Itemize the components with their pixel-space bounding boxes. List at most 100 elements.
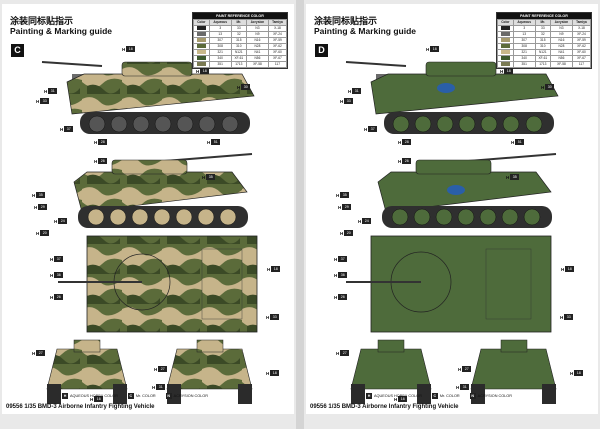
paint-cell: 117 (267, 61, 288, 68)
paint-table-row: 340 XF-61 N56 XF-67 (497, 55, 592, 62)
painting-guide-sheet-d: 涂装同标贴指示 Painting & Marking guide D PAINT… (306, 4, 598, 414)
color-swatch (500, 38, 510, 43)
top-view (58, 235, 258, 333)
side-view-bottom (73, 153, 253, 228)
paint-table-grid: Color Aqueous Mr. Acrysion Tamiya 3 33 N… (497, 19, 592, 68)
color-swatch (196, 62, 206, 67)
paint-table-row: 321 N121 N41 XF-60 (497, 49, 592, 56)
side-view-bottom (377, 153, 557, 228)
scheme-letter-badge: C (11, 44, 24, 57)
color-swatch (196, 50, 206, 55)
color-swatch (500, 44, 510, 49)
page-fold-divider (296, 0, 304, 429)
paint-cell: 117 (571, 61, 592, 68)
sheet-title-chinese: 涂装同标贴指示 (314, 17, 378, 27)
page-footer-title: 09556 1/35 BMD-3 Airborne Infantry Fight… (6, 404, 155, 410)
top-view (346, 235, 552, 333)
paint-table-title: PAINT REFERENCE COLOR (497, 13, 591, 19)
color-swatch (196, 26, 206, 31)
scheme-letter-badge: D (315, 44, 328, 57)
color-swatch (196, 56, 206, 61)
paint-table-row: 351 1713 XF-58 117 (497, 61, 592, 68)
paint-reference-table: PAINT REFERENCE COLOR Color Aqueous Mr. … (496, 12, 592, 69)
color-swatch (196, 32, 206, 37)
paint-cell: 1713 (230, 61, 248, 68)
color-swatch (500, 50, 510, 55)
vehicle-illustrations-green (345, 61, 559, 404)
color-swatch (500, 56, 510, 61)
paint-table-grid: Color Aqueous Mr. Acrysion Tamiya 3 33 N… (193, 19, 288, 68)
rear-view (166, 339, 253, 404)
color-swatch (196, 44, 206, 49)
front-view (46, 339, 128, 404)
side-view-top (41, 61, 255, 134)
color-swatch (500, 26, 510, 31)
sheet-title-english: Painting & Marking guide (10, 26, 113, 36)
color-swatch (500, 62, 510, 67)
color-swatch (500, 32, 510, 37)
front-view (350, 339, 432, 404)
side-view-top (345, 61, 559, 134)
sheet-title-english: Painting & Marking guide (314, 26, 417, 36)
paint-cell: 1713 (534, 61, 552, 68)
paint-table-title: PAINT REFERENCE COLOR (193, 13, 287, 19)
rear-view (470, 339, 557, 404)
painting-guide-sheet-c: 涂装同标贴指示 Painting & Marking guide C PAINT… (2, 4, 294, 414)
color-swatch (196, 38, 206, 43)
paint-reference-table: PAINT REFERENCE COLOR Color Aqueous Mr. … (192, 12, 288, 69)
paint-table-row: 351 1713 XF-58 117 (193, 61, 288, 68)
